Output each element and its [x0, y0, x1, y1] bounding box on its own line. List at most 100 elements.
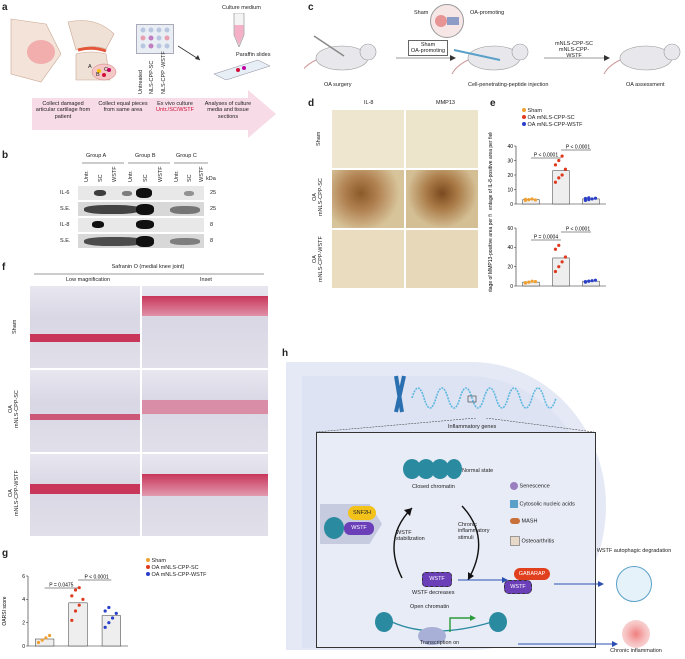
y-tick-label: 20 — [507, 173, 513, 179]
data-point — [107, 621, 111, 625]
data-point — [557, 243, 561, 247]
arrow-to-inflammation — [518, 641, 618, 647]
plate-label-wstf: NLS-CPP -WSTF — [161, 51, 167, 94]
ihc-sham-il8 — [332, 110, 404, 168]
panel-e: Sham OA mNLS-CPP-SC OA mNLS-CPP-WSTF Per… — [486, 96, 685, 292]
y-tick-label: 60 — [507, 226, 513, 232]
data-point — [560, 173, 564, 177]
data-point — [593, 278, 598, 282]
knee-inset — [430, 4, 464, 38]
group-brackets — [82, 162, 208, 164]
bar — [68, 602, 88, 647]
autophagic-label: WSTF autophagic degradation — [596, 548, 672, 554]
p-value: P < 0.0001 — [566, 145, 590, 151]
panel-a-label: a — [2, 2, 8, 13]
data-point — [36, 640, 41, 645]
col-low-mag: Low magnification — [66, 277, 111, 283]
lane-c-untr: Untr. — [174, 170, 180, 182]
f-row-sham: Sham — [12, 319, 18, 334]
legend-item: OA mNLS-CPP-SC — [146, 565, 207, 572]
data-point — [583, 280, 588, 284]
data-point — [533, 280, 538, 284]
safranin-title: Safranin O (medial knee joint) — [111, 264, 185, 270]
data-point — [527, 280, 531, 284]
y-tick-label: 0 — [22, 644, 25, 650]
panel-h-label: h — [282, 348, 289, 359]
panel-b: Group A Group B Group C Untr. SC WSTF Un… — [0, 150, 300, 260]
legend-dot — [522, 122, 526, 126]
legend-label: OA mNLS-CPP-WSTF — [151, 572, 207, 578]
legend-label: Sham — [151, 558, 166, 564]
kda-label: kDa — [206, 176, 216, 182]
band — [184, 191, 194, 196]
lane-b-sc: SC — [143, 174, 149, 182]
snf2h-protein: SNF2H — [348, 506, 376, 520]
saf-wstf-inset — [142, 454, 268, 536]
nucleosome-icon — [324, 517, 344, 539]
data-point — [557, 265, 561, 269]
p-value: P = 0.0475 — [49, 583, 73, 589]
cartilage-band — [30, 484, 140, 494]
data-point — [587, 279, 591, 283]
data-point — [48, 633, 52, 638]
cartilage-band — [30, 414, 140, 420]
y-axis-label: Percentage of MMP13-positive area per fi… — [488, 214, 494, 292]
legend-dot — [146, 572, 150, 576]
inj-wstf: mNLS-CPP-WSTF — [558, 47, 590, 60]
arrow-plate-to-slide — [178, 45, 201, 61]
legend-dot — [522, 115, 526, 119]
data-point — [553, 269, 558, 274]
mouse-illustrations — [304, 35, 681, 75]
blot-row-1-name: IL-6 — [60, 190, 70, 196]
band — [136, 188, 152, 198]
chronic-stimuli-label: Chronic inflammatory stimuli — [458, 522, 490, 541]
legend-g: Sham OA mNLS-CPP-SC OA mNLS-CPP-WSTF — [146, 558, 207, 579]
row-wstf: OA mNLS-CPP-WSTF — [312, 236, 324, 282]
step-ex-vivo: Ex vivo culture Untr./SC/WSTF — [150, 101, 200, 114]
row-sham: Sham — [316, 131, 322, 146]
saf-sc-inset — [142, 370, 268, 452]
panel-f: Safranin O (medial knee joint) Low magni… — [0, 262, 272, 546]
data-point — [70, 618, 74, 622]
wstf-label: WSTF — [351, 525, 367, 531]
stimulus-mash: MASH — [510, 518, 590, 536]
liver-icon — [510, 518, 520, 524]
panel-g-label: g — [2, 548, 9, 559]
data-point — [107, 605, 111, 610]
legend-item: Sham — [146, 558, 207, 565]
data-point — [44, 636, 48, 640]
step-injection: Cell-penetrating-peptide injection — [468, 82, 549, 88]
row-sc: OA mNLS-CPP-SC — [312, 178, 324, 216]
chronic-inflammation-label: Chronic inflammation — [610, 648, 662, 654]
legend-label: OA mNLS-CPP-WSTF — [527, 122, 583, 128]
y-axis-label: Percentage of IL-8-positive area per fie… — [488, 132, 494, 210]
blot-row-2-kda: 25 — [210, 206, 217, 212]
band — [84, 205, 140, 214]
senescence-label: Senescence — [519, 483, 550, 490]
letter-c: C — [104, 67, 108, 73]
panel-f-label: f — [2, 262, 6, 273]
data-point — [527, 198, 531, 202]
injection-box: mNLS-CPP-SC mNLS-CPP-WSTF — [552, 40, 596, 59]
bar — [35, 638, 55, 647]
data-point — [560, 260, 564, 264]
snf2h-label: SNF2H — [352, 510, 372, 516]
box-sham: Sham — [420, 42, 436, 48]
chart-il8: Percentage of IL-8-positive area per fie… — [488, 132, 606, 210]
band — [170, 206, 200, 214]
panel-a: A B C Untreated NLS-CPP-SC NLS-CPP -WSTF… — [0, 0, 300, 150]
cartilage-band — [142, 296, 268, 316]
normal-state-label: Normal state — [462, 468, 494, 474]
ihc-sc-il8 — [332, 170, 404, 228]
closed-chromatin-label: Closed chromatin — [412, 484, 455, 490]
saf-sc-low — [30, 370, 140, 452]
band — [136, 204, 154, 215]
saf-sham-low — [30, 286, 140, 368]
data-point — [523, 197, 528, 201]
slide-icon — [214, 59, 270, 80]
title-rule — [34, 273, 264, 275]
legend-dot — [146, 565, 150, 569]
stimuli-list: Senescence Cytosolic nucleic acids MASH … — [510, 482, 590, 554]
data-point — [583, 196, 588, 201]
band — [122, 191, 132, 196]
